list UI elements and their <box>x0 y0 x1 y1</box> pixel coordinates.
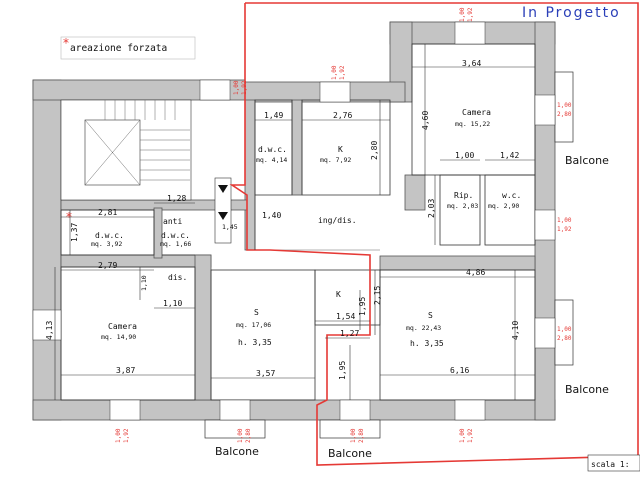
dim-1-49: 1,49 <box>264 111 283 120</box>
room-camera-left-area: mq. 14,90 <box>101 333 136 341</box>
room-k-top-name: K <box>338 145 343 154</box>
dim-1-54: 1,54 <box>336 312 355 321</box>
forced-air-mark: * <box>66 210 72 224</box>
balcony-label-1: Balcone <box>565 154 609 167</box>
legend-box <box>60 36 196 60</box>
room-s-right-name: S <box>428 311 433 320</box>
plan-title: In Progetto <box>522 5 621 21</box>
dim-1-10-b: 1,10 <box>163 299 182 308</box>
opening-3-h: 1,92 <box>339 65 346 80</box>
window-openings <box>32 21 556 421</box>
dim-2-76: 2,76 <box>333 111 352 120</box>
dim-6-16: 6,16 <box>450 366 469 375</box>
opening-3-w: 1,00 <box>331 65 338 80</box>
opening-5-w: 1,00 <box>557 217 572 224</box>
walls <box>32 21 556 421</box>
opening-6-h: 2,80 <box>557 335 572 342</box>
balcony-labels: Balcone Balcone Balcone Balcone <box>215 154 609 460</box>
room-dwc-left-area: mq. 3,92 <box>91 240 122 248</box>
opening-9-h: 2,80 <box>358 428 365 443</box>
room-k-top-area: mq. 7,92 <box>320 156 351 164</box>
room-rip-name: Rip. <box>454 191 473 200</box>
dim-3-64: 3,64 <box>462 59 481 68</box>
dim-4-10: 4,10 <box>511 321 520 340</box>
dim-2-03: 2,03 <box>427 199 436 218</box>
project-outline <box>229 2 639 466</box>
dimension-lines <box>54 44 535 400</box>
dim-2-80: 2,80 <box>370 141 379 160</box>
balcony-frames <box>204 71 574 439</box>
dim-3-87: 3,87 <box>116 366 135 375</box>
dim-1-40: 1,40 <box>262 211 281 220</box>
room-dis-name: dis. <box>168 273 187 282</box>
room-labels: Camera mq. 15,22 d.w.c. mq. 4,14 K mq. 7… <box>91 108 521 348</box>
room-s-mid-area: mq. 17,06 <box>236 321 271 329</box>
dim-1-28: 1,28 <box>167 194 186 203</box>
room-camera-top-area: mq. 15,22 <box>455 120 490 128</box>
dim-1-10-a: 1,10 <box>140 275 148 291</box>
dim-2-15: 2,15 <box>373 286 382 305</box>
opening-8-w: 1,00 <box>237 428 244 443</box>
opening-4-w: 1,00 <box>557 102 572 109</box>
dim-4-86: 4,86 <box>466 268 485 277</box>
dim-4-60: 4,60 <box>421 111 430 130</box>
opening-labels: 1,00 1,92 1,00 1,92 1,00 1,92 1,00 2,80 … <box>115 7 572 443</box>
opening-1-w: 1,00 <box>459 7 466 22</box>
room-ing-name: ing/dis. <box>318 216 357 225</box>
room-wc-area: mq. 2,90 <box>488 202 519 210</box>
opening-8-h: 2,80 <box>245 428 252 443</box>
room-rip-area: mq. 2,03 <box>447 202 478 210</box>
opening-9-w: 1,00 <box>350 428 357 443</box>
dimension-labels: 3,64 4,60 1,49 2,76 2,80 1,00 1,42 2,03 … <box>45 59 520 380</box>
room-camera-top-name: Camera <box>462 108 491 117</box>
opening-2-h: 1,92 <box>241 80 248 95</box>
room-anti-name: anti <box>163 217 182 226</box>
balcony-label-2: Balcone <box>565 383 609 396</box>
room-s-mid-height: h. 3,35 <box>238 338 272 347</box>
room-s-mid-name: S <box>254 308 259 317</box>
legend-mark: * <box>63 36 69 50</box>
dim-1-95-a: 1,95 <box>358 297 367 316</box>
opening-7-w: 1,00 <box>115 428 122 443</box>
scale-text: scala 1: <box>591 460 630 469</box>
opening-4-h: 2,80 <box>557 111 572 118</box>
opening-7-h: 1,92 <box>123 428 130 443</box>
dim-4-13: 4,13 <box>45 321 54 340</box>
dim-1-95-b: 1,95 <box>338 361 347 380</box>
room-dwc-top-name: d.w.c. <box>258 145 287 154</box>
opening-6-w: 1,00 <box>557 326 572 333</box>
opening-2-w: 1,00 <box>233 80 240 95</box>
balcony-label-4: Balcone <box>328 447 372 460</box>
dim-3-57: 3,57 <box>256 369 275 378</box>
room-anti-name2: d.w.c. <box>161 231 190 240</box>
room-s-right-area: mq. 22,43 <box>406 324 441 332</box>
dim-1-00: 1,00 <box>455 151 474 160</box>
room-anti-area: mq. 1,66 <box>160 240 191 248</box>
dim-2-81: 2,81 <box>98 208 117 217</box>
stair <box>60 99 232 244</box>
dim-2-79: 2,79 <box>98 261 117 270</box>
opening-10-h: 1,92 <box>467 428 474 443</box>
opening-5-h: 1,92 <box>557 226 572 233</box>
room-dwc-top-area: mq. 4,14 <box>256 156 287 164</box>
room-dwc-left-name: d.w.c. <box>95 231 124 240</box>
room-s-right-height: h. 3,35 <box>410 339 444 348</box>
dim-1-42: 1,42 <box>500 151 519 160</box>
room-wc-name: w.c. <box>502 191 521 200</box>
dim-1-37: 1,37 <box>70 223 79 242</box>
scale-box <box>587 454 640 472</box>
legend-text: areazione forzata <box>70 43 167 54</box>
opening-1-h: 1,92 <box>467 7 474 22</box>
opening-10-w: 1,00 <box>459 428 466 443</box>
dim-1-27: 1,27 <box>340 329 359 338</box>
room-camera-left-name: Camera <box>108 322 137 331</box>
balcony-label-3: Balcone <box>215 445 259 458</box>
dim-1-45: 1,45 <box>222 223 238 231</box>
room-k-mid-name: K <box>336 290 341 299</box>
